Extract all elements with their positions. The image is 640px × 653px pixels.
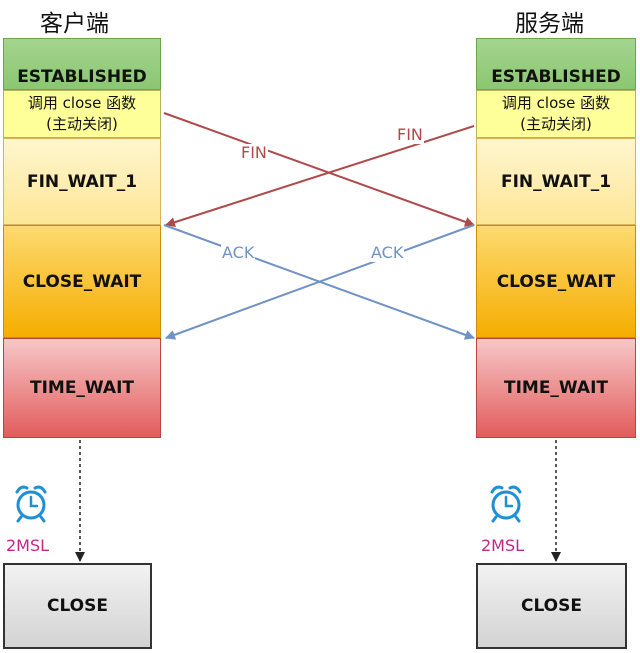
client-call-line2: (主动关闭) <box>46 115 118 133</box>
server-state-close-wait: CLOSE_WAIT <box>476 225 636 338</box>
server-established-label: ESTABLISHED <box>491 67 621 87</box>
server-call-line2: (主动关闭) <box>520 115 592 133</box>
alarm-clock-icon <box>15 485 47 523</box>
fin-label-server-to-client: FIN <box>396 125 424 144</box>
server-closed-label: CLOSE <box>520 596 582 616</box>
fin-arrow-server-to-client <box>165 125 475 228</box>
client-state-time-wait: TIME_WAIT <box>3 338 161 438</box>
client-state-fin-wait-1: FIN_WAIT_1 <box>3 138 161 225</box>
server-call-line1: 调用 close 函数 <box>501 94 611 112</box>
alarm-clock-icon <box>490 485 522 523</box>
client-closed-label: CLOSE <box>46 596 108 616</box>
fin-label-client-to-server: FIN <box>240 143 268 162</box>
client-state-close-wait: CLOSE_WAIT <box>3 225 161 338</box>
server-title: 服务端 <box>515 11 584 37</box>
client-close-call: 调用 close 函数 (主动关闭) <box>3 90 161 138</box>
server-time-wait-label: TIME_WAIT <box>503 378 609 398</box>
client-state-established: ESTABLISHED <box>3 38 161 90</box>
server-close-call: 调用 close 函数 (主动关闭) <box>476 90 636 138</box>
client-time-wait-label: TIME_WAIT <box>29 378 135 398</box>
server-state-closed: CLOSE <box>476 563 627 649</box>
client-call-line1: 调用 close 函数 <box>27 94 137 112</box>
server-state-established: ESTABLISHED <box>476 38 636 90</box>
ack-label-client-to-server: ACK <box>221 243 256 262</box>
server-state-fin-wait-1: FIN_WAIT_1 <box>476 138 636 225</box>
client-title: 客户端 <box>40 11 109 37</box>
client-state-closed: CLOSE <box>3 563 152 649</box>
server-fin-wait-label: FIN_WAIT_1 <box>500 171 612 192</box>
ack-label-server-to-client: ACK <box>370 243 405 262</box>
server-timer-label: 2MSL <box>481 536 525 555</box>
server-state-time-wait: TIME_WAIT <box>476 338 636 438</box>
ack-arrow-server-to-client <box>165 224 475 340</box>
client-fin-wait-label: FIN_WAIT_1 <box>26 171 138 192</box>
client-timer-label: 2MSL <box>6 536 50 555</box>
fin-arrow-client-to-server <box>163 112 475 227</box>
server-close-wait-label: CLOSE_WAIT <box>496 271 616 292</box>
client-established-label: ESTABLISHED <box>17 67 147 87</box>
client-close-wait-label: CLOSE_WAIT <box>22 271 142 292</box>
